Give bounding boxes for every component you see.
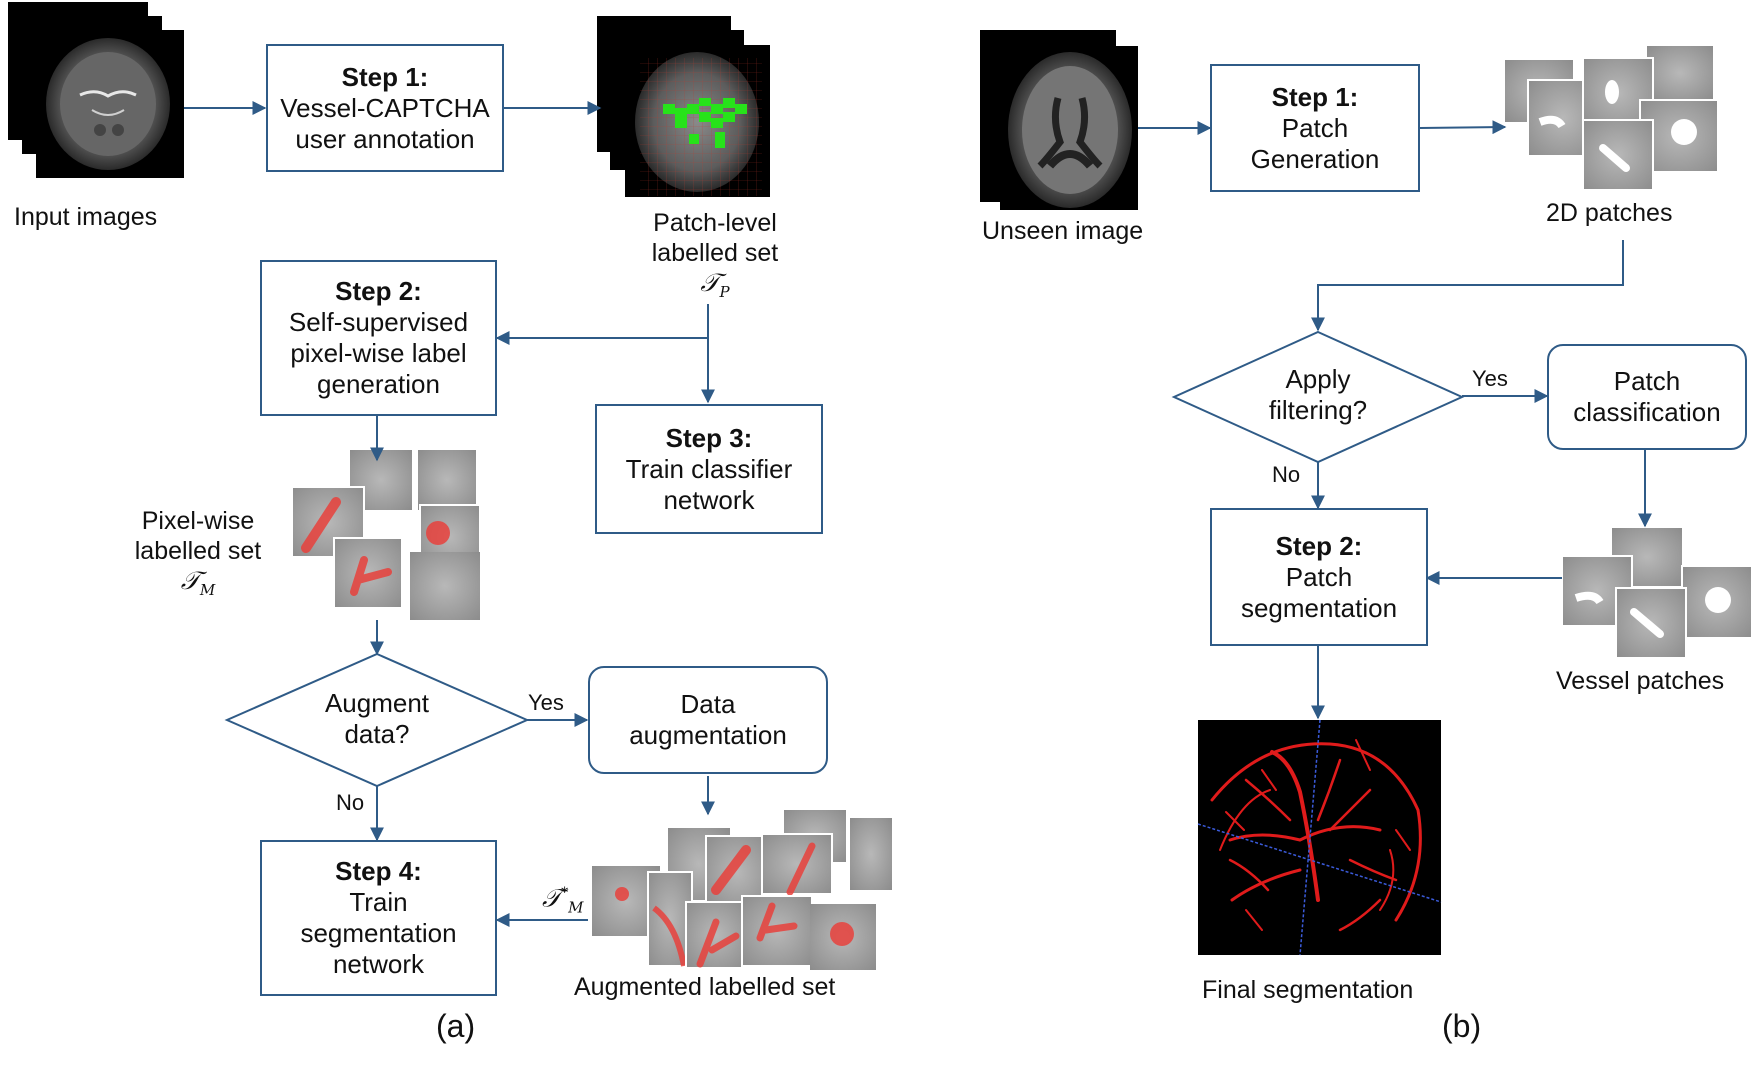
b-step2-box: Step 2: Patch segmentation <box>1210 508 1428 646</box>
data-aug-line2: augmentation <box>629 720 787 750</box>
step1-line2: user annotation <box>295 123 475 154</box>
augment-line2: data? <box>344 719 410 749</box>
patch-level-line1: Patch-level <box>653 209 777 237</box>
step2-line2: pixel-wise label <box>290 338 467 368</box>
step3-title: Step 3: <box>665 422 753 453</box>
vessel-patches-b <box>1561 528 1753 659</box>
panel-a-arrows <box>184 101 715 927</box>
apply-filtering-diamond <box>1171 330 1465 464</box>
augmented-patches <box>592 810 892 970</box>
b-step2-title: Step 2: <box>1275 530 1363 561</box>
augmented-set-symbol: 𝒯*M <box>542 883 584 917</box>
pixel-wise-patches <box>291 450 481 620</box>
final-segmentation-label: Final segmentation <box>1202 976 1414 1004</box>
pixel-wise-line1: Pixel-wise <box>141 507 255 535</box>
step1-box: Step 1: Vessel-CAPTCHA user annotation <box>266 44 504 172</box>
b-step1-line1: Patch <box>1281 112 1349 143</box>
pixel-wise-label: Pixel-wise labelled set 𝒯M <box>122 506 274 605</box>
filtering-line1: Apply <box>1285 364 1351 394</box>
pixel-wise-line2: labelled set <box>134 537 262 565</box>
step3-line2: network <box>663 484 755 515</box>
patch-level-symbol: 𝒯P <box>700 268 730 301</box>
classification-line2: classification <box>1573 397 1721 427</box>
b-step2-line2: segmentation <box>1240 592 1398 623</box>
unseen-image-stack <box>980 30 1138 210</box>
input-images-stack <box>8 2 184 178</box>
augment-data-diamond <box>224 652 530 788</box>
caption-a: (a) <box>436 1008 476 1044</box>
patch-level-line2: labelled set <box>651 239 779 267</box>
step4-line3: network <box>332 949 425 979</box>
data-augmentation-box: Data augmentation <box>588 666 828 774</box>
input-images-label: Input images <box>14 203 158 231</box>
step4-line1: Train <box>349 887 408 917</box>
patch-classification-box: Patch classification <box>1547 344 1747 450</box>
vessel-patches-label: Vessel patches <box>1556 667 1725 695</box>
patch-level-images-stack <box>597 16 770 197</box>
filtering-no-label: No <box>1272 462 1301 487</box>
patch-level-label: Patch-level labelled set 𝒯P <box>630 208 800 307</box>
augment-no-label: No <box>336 790 365 815</box>
augment-yes-label: Yes <box>528 690 564 715</box>
step1-title: Step 1: <box>341 61 429 92</box>
step2-line3: generation <box>317 369 440 399</box>
augment-decision-text: Augment data? <box>297 688 457 750</box>
step2-title: Step 2: <box>335 276 422 306</box>
2d-patches-label: 2D patches <box>1546 199 1673 227</box>
data-aug-line1: Data <box>680 689 736 719</box>
filtering-yes-label: Yes <box>1472 366 1508 391</box>
b-step1-title: Step 1: <box>1271 81 1359 112</box>
augment-line1: Augment <box>324 688 430 718</box>
step4-title: Step 4: <box>335 856 422 886</box>
step3-line1: Train classifier <box>625 453 793 484</box>
step1-line1: Vessel-CAPTCHA <box>280 92 490 123</box>
b-step2-line1: Patch <box>1285 561 1353 592</box>
augmented-set-label: Augmented labelled set <box>574 973 836 1001</box>
step2-box: Step 2: Self-supervised pixel-wise label… <box>260 260 497 416</box>
step4-line2: segmentation <box>300 918 457 948</box>
final-segmentation-image <box>1197 719 1442 956</box>
2d-patches-b <box>1505 46 1719 191</box>
panel-b-arrows <box>1138 120 1652 720</box>
classification-line1: Patch <box>1613 366 1681 396</box>
b-step1-box: Step 1: Patch Generation <box>1210 64 1420 192</box>
caption-b: (b) <box>1442 1008 1482 1044</box>
filtering-decision-text: Apply filtering? <box>1238 364 1398 426</box>
step2-line1: Self-supervised <box>288 307 469 337</box>
b-step1-line2: Generation <box>1250 143 1380 174</box>
pixel-wise-symbol: 𝒯M <box>180 566 216 599</box>
unseen-image-label: Unseen image <box>982 217 1144 245</box>
step4-box: Step 4: Train segmentation network <box>260 840 497 996</box>
filtering-line2: filtering? <box>1268 395 1368 425</box>
step3-box: Step 3: Train classifier network <box>595 404 823 534</box>
